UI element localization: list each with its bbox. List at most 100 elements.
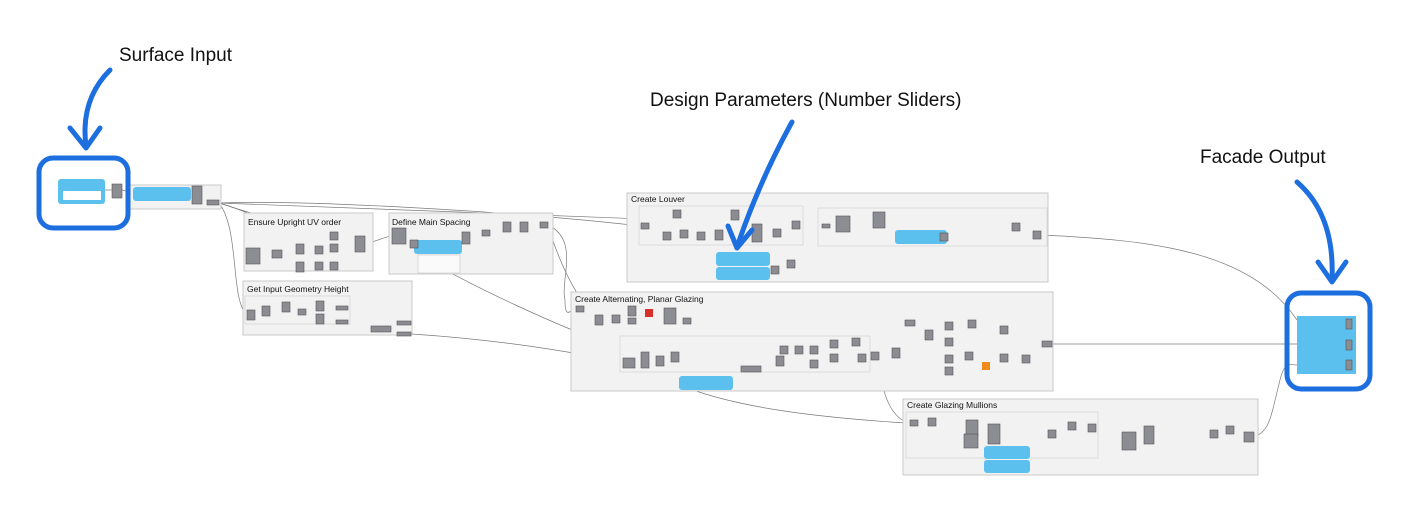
component-node[interactable] [770, 265, 780, 275]
component-node[interactable] [640, 222, 650, 230]
component-node[interactable] [740, 365, 762, 373]
component-node[interactable] [391, 227, 407, 245]
component-node[interactable] [611, 314, 621, 324]
component-node[interactable] [821, 223, 831, 229]
component-node[interactable] [904, 319, 916, 327]
component-node[interactable] [939, 232, 949, 242]
component-node[interactable] [679, 229, 689, 239]
component-node[interactable] [314, 245, 324, 255]
component-node[interactable] [1209, 429, 1219, 439]
component-node[interactable] [870, 351, 880, 361]
component-node[interactable] [857, 353, 867, 363]
component-node[interactable] [575, 305, 585, 313]
slider[interactable] [984, 460, 1030, 473]
component-node[interactable] [206, 199, 220, 206]
component-node[interactable] [1143, 425, 1155, 445]
component-node[interactable] [965, 419, 979, 437]
slider[interactable] [716, 252, 770, 266]
slider[interactable] [414, 240, 462, 254]
component-node[interactable] [872, 211, 886, 229]
slider[interactable] [679, 376, 733, 390]
component-node[interactable] [944, 366, 954, 376]
component-node[interactable] [1243, 431, 1255, 443]
component-node[interactable] [1021, 354, 1031, 364]
slider[interactable] [984, 446, 1030, 459]
component-node[interactable] [663, 307, 677, 325]
component-node[interactable] [111, 183, 123, 199]
component-node[interactable] [461, 231, 471, 245]
component-node[interactable] [329, 231, 339, 241]
component-node[interactable] [967, 319, 977, 329]
component-node[interactable] [627, 305, 637, 317]
component-node[interactable] [1032, 230, 1042, 240]
component-node[interactable] [502, 221, 512, 233]
component-node[interactable] [1041, 340, 1053, 348]
component-node[interactable] [672, 209, 682, 219]
component-node[interactable] [640, 351, 650, 369]
component-node[interactable] [964, 351, 974, 361]
component-node[interactable] [927, 417, 937, 427]
component-node[interactable] [1345, 339, 1353, 351]
component-node[interactable] [794, 345, 804, 355]
component-node[interactable] [1087, 423, 1097, 433]
component-node[interactable] [1067, 421, 1077, 431]
component-node[interactable] [1345, 318, 1353, 330]
component-node[interactable] [944, 354, 954, 364]
component-node[interactable] [662, 231, 672, 241]
component-node[interactable] [835, 215, 851, 233]
component-node[interactable] [909, 419, 919, 427]
component-node[interactable] [594, 314, 604, 326]
component-node[interactable] [775, 355, 785, 367]
component-node[interactable] [655, 355, 665, 367]
component-node[interactable] [1011, 222, 1021, 232]
group-louver[interactable]: Create Louver [626, 192, 1049, 283]
component-node[interactable] [730, 209, 740, 221]
component-node[interactable] [999, 325, 1009, 335]
component-node[interactable] [246, 309, 256, 321]
component-node[interactable] [245, 247, 261, 265]
component-node[interactable] [791, 220, 801, 230]
component-node[interactable] [1047, 429, 1057, 439]
component-node[interactable] [622, 357, 636, 369]
component-node[interactable] [829, 353, 839, 363]
component-node[interactable] [261, 305, 271, 317]
component-node[interactable] [924, 329, 934, 341]
component-node[interactable] [297, 308, 307, 316]
component-node[interactable] [481, 229, 491, 237]
component-node[interactable] [999, 353, 1009, 363]
component-node[interactable] [329, 243, 339, 253]
component-node[interactable] [829, 339, 839, 349]
component-node[interactable] [696, 231, 706, 241]
component-node[interactable] [271, 249, 283, 259]
component-node[interactable] [751, 223, 763, 243]
component-node[interactable] [851, 337, 861, 347]
component-node[interactable] [670, 351, 680, 363]
slider[interactable] [133, 187, 191, 201]
component-node[interactable] [396, 331, 412, 337]
component-node[interactable] [519, 221, 529, 233]
component-node[interactable] [539, 221, 549, 229]
component-node[interactable] [281, 301, 291, 313]
component-node[interactable] [335, 305, 349, 311]
group-uv-order[interactable]: Ensure Upright UV order [243, 212, 374, 272]
component-node[interactable] [1345, 359, 1353, 371]
component-node[interactable] [779, 345, 789, 355]
component-node[interactable] [944, 337, 954, 347]
component-node[interactable] [329, 261, 339, 271]
error-node[interactable] [645, 309, 653, 317]
component-node[interactable] [809, 359, 819, 369]
component-node[interactable] [963, 433, 979, 449]
component-node[interactable] [314, 261, 324, 271]
component-node[interactable] [295, 261, 305, 273]
component-node[interactable] [809, 345, 819, 355]
component-node[interactable] [891, 347, 901, 359]
group-mullions[interactable]: Create Glazing Mullions [902, 398, 1259, 476]
warning-node[interactable] [982, 362, 990, 370]
component-node[interactable] [315, 300, 325, 312]
slider[interactable] [716, 267, 770, 280]
component-node[interactable] [354, 235, 366, 253]
component-node[interactable] [714, 229, 724, 241]
component-node[interactable] [1121, 431, 1137, 451]
component-node[interactable] [987, 423, 1001, 445]
component-node[interactable] [409, 239, 419, 249]
